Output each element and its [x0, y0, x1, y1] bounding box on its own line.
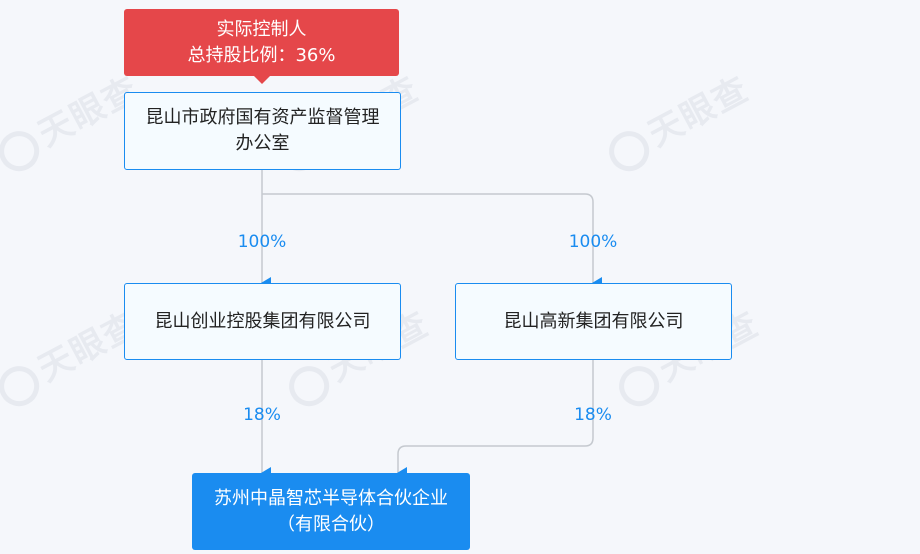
- actual-controller-badge: 实际控制人 总持股比例：36%: [124, 9, 399, 76]
- edge-label-root-left: 100%: [237, 232, 287, 252]
- node-left-company[interactable]: 昆山创业控股集团有限公司: [124, 283, 401, 360]
- node-left-label: 昆山创业控股集团有限公司: [154, 310, 371, 332]
- node-target-label: 苏州中晶智芯半导体合伙企业（有限合伙）: [214, 487, 448, 535]
- edge-label-left-target: 18%: [243, 405, 281, 425]
- controller-ratio: 总持股比例：36%: [187, 44, 336, 66]
- edge-root-right: [262, 193, 602, 289]
- node-root-label: 昆山市政府国有资产监督管理办公室: [145, 107, 380, 154]
- node-root-shareholder[interactable]: 昆山市政府国有资产监督管理办公室: [124, 92, 401, 170]
- node-target-company[interactable]: 苏州中晶智芯半导体合伙企业（有限合伙）: [192, 473, 470, 550]
- edge-label-root-right: 100%: [568, 232, 618, 252]
- controller-label: 实际控制人: [216, 18, 307, 40]
- edge-right-target: [397, 360, 594, 479]
- node-right-label: 昆山高新集团有限公司: [503, 310, 684, 332]
- node-right-company[interactable]: 昆山高新集团有限公司: [455, 283, 732, 360]
- controller-badge-pointer: [253, 75, 271, 84]
- edge-label-right-target: 18%: [574, 405, 612, 425]
